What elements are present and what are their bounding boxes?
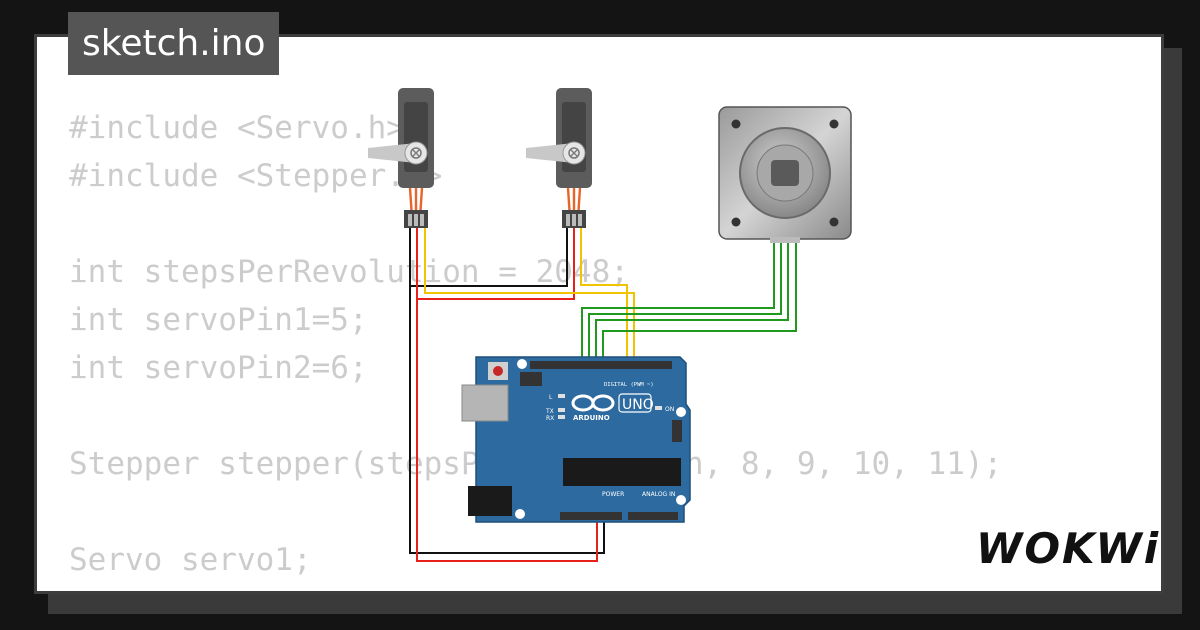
- power-jack: [468, 486, 512, 516]
- arduino-logo: [571, 394, 615, 412]
- servo-motor-1[interactable]: [368, 88, 434, 228]
- servo-horn-1: [368, 143, 416, 163]
- wire-stepper-b2: [602, 240, 797, 365]
- led-label-l: L: [549, 394, 553, 401]
- stepper-motor[interactable]: [718, 106, 852, 243]
- code-line: int servoPin1=5;: [69, 302, 368, 338]
- wokwi-logo: WOKWi: [976, 524, 1161, 573]
- led-rx: [558, 415, 565, 419]
- mount-hole: [515, 509, 525, 519]
- code-preview: #include <Servo.h>#include <Stepper.h>in…: [69, 104, 1002, 591]
- led-label-tx: TX: [545, 408, 554, 415]
- wire-stepper-a1: [581, 240, 775, 365]
- led-tx: [558, 408, 565, 412]
- wire-servo1-gnd-branch: [410, 226, 568, 287]
- code-line: #include <Servo.h>: [69, 110, 405, 146]
- servo-horn-2: [526, 143, 574, 163]
- code-line: Servo servo2;: [69, 584, 1002, 591]
- led-on: [655, 406, 662, 410]
- wire-stepper-a2: [588, 240, 782, 365]
- usb-port: [461, 384, 509, 422]
- code-line: Servo servo1;: [69, 542, 312, 578]
- analog-section-label: ANALOG IN: [642, 491, 675, 498]
- atmega-chip: [563, 458, 681, 486]
- led-l: [558, 394, 565, 398]
- mount-hole: [676, 495, 686, 505]
- power-header: [560, 512, 622, 520]
- digital-header: [530, 361, 672, 369]
- uno-badge: [618, 393, 652, 413]
- analog-header: [628, 512, 678, 520]
- wires: [409, 226, 797, 562]
- wire-servo2-signal: [580, 226, 628, 365]
- wire-servo2-vcc: [417, 226, 575, 300]
- file-tab[interactable]: sketch.ino: [68, 12, 280, 75]
- wire-servo1-signal: [424, 226, 635, 365]
- wire-servo1-gnd: [409, 226, 605, 554]
- arduino-brand-text: ARDUINO: [573, 414, 610, 422]
- led-label-on: ON: [665, 406, 674, 413]
- wire-stepper-b1: [595, 240, 789, 365]
- mount-hole: [676, 407, 686, 417]
- led-label-rx: RX: [546, 415, 554, 422]
- code-line: int servoPin2=6;: [69, 350, 368, 386]
- icsp2-header: [672, 420, 682, 442]
- power-section-label: POWER: [602, 491, 624, 498]
- arduino-uno-board[interactable]: UNO ARDUINO DIGITAL (PWM ~) L TX RX ON P…: [461, 356, 691, 523]
- uno-model-text: UNO: [622, 397, 654, 413]
- mount-hole: [517, 359, 527, 369]
- icsp-header: [520, 372, 542, 386]
- digital-header-label: DIGITAL (PWM ~): [604, 382, 654, 388]
- servo-motor-2[interactable]: [526, 88, 592, 228]
- wire-servo1-vcc: [416, 226, 598, 562]
